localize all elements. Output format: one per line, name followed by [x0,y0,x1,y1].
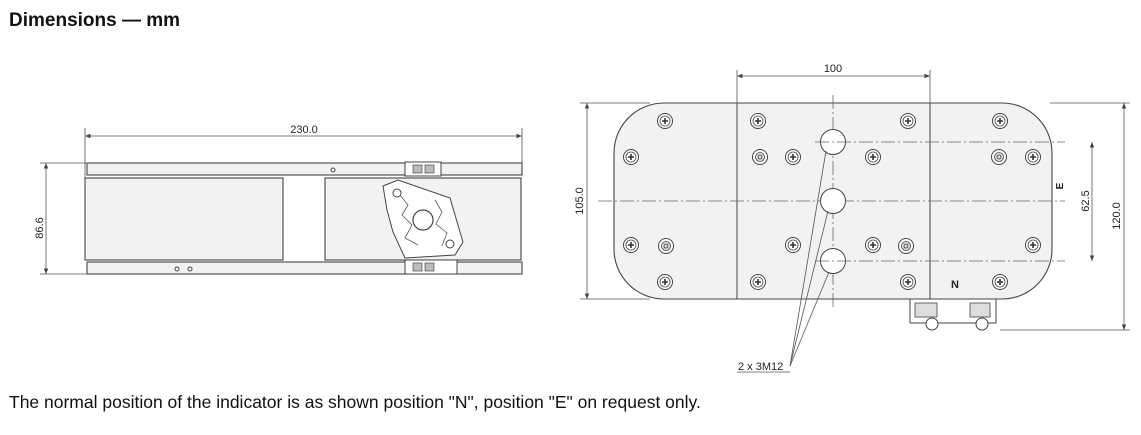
side-width-label: 230.0 [290,124,318,136]
position-e-label: E [1055,182,1066,189]
side-height-label: 86.6 [34,217,46,238]
top-view: N E 100 105.0 62.5 120.0 2 x 3M12 [574,63,1130,373]
hole-spacing-label: 62.5 [1080,190,1092,211]
side-left-block [84,177,284,261]
overall-height-label: 120.0 [1111,202,1123,230]
indicator-block [909,298,997,331]
page-title: Dimensions — mm [9,10,181,31]
side-view: 230.0 86.6 [34,124,523,275]
hole-note-label: 2 x 3M12 [738,361,783,373]
top-width-label: 100 [824,63,842,75]
position-n-label: N [951,279,959,291]
indicator-clip [382,161,464,275]
top-height-label: 105.0 [574,187,586,215]
side-top-plate [86,162,523,176]
caption-text: The normal position of the indicator is … [9,392,701,412]
m12-holes [815,129,1065,274]
